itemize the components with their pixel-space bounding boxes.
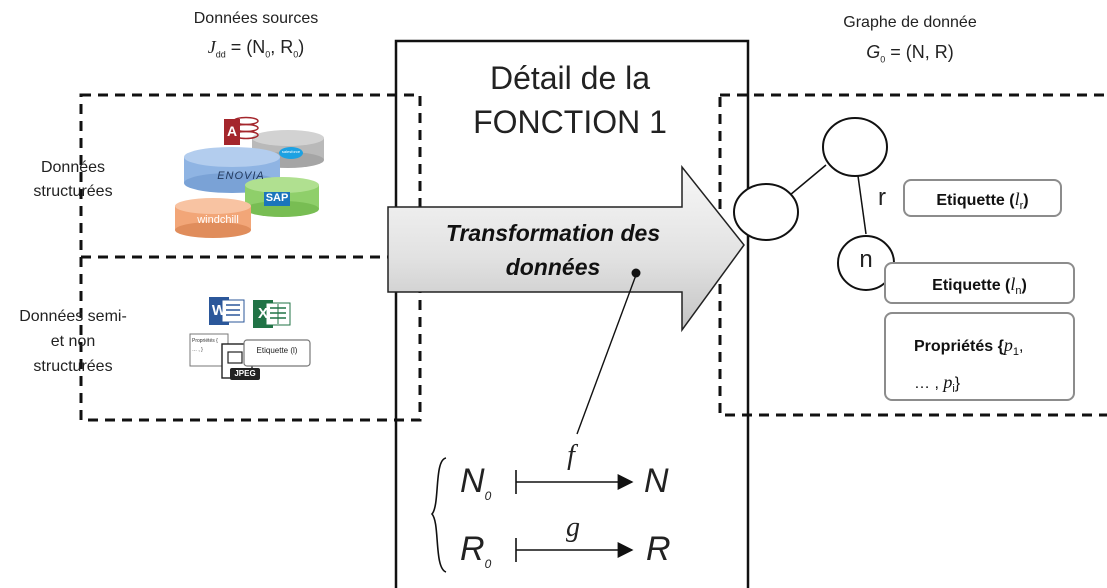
function-title-line1: Détail de la (489, 60, 651, 96)
doc-props-line2: … , } (192, 347, 203, 353)
excel-letter: X (257, 305, 268, 322)
sap-db-icon (245, 177, 319, 217)
structured-label-line2: structurées (33, 183, 113, 200)
properties-var1: p (1003, 335, 1013, 355)
properties-mid: , (1018, 338, 1024, 355)
edge-etiquette-box: Etiquette (lr) (903, 179, 1062, 217)
doc-label-text: Etiquette (l) (244, 346, 310, 355)
graph-edge-label: r (878, 184, 886, 211)
properties-sub1: 1 (1012, 346, 1019, 359)
doc-label-main: Etiquette (l (256, 346, 295, 355)
mapping-row1-from-sub: 0 (484, 488, 492, 503)
sources-formula-sub: dd (215, 49, 226, 60)
mapping-row2-from-var: R (460, 530, 485, 568)
pointer-line (576, 274, 637, 435)
semi-label: Données semi- et non structurées (0, 304, 146, 379)
graph-node-left (733, 183, 799, 241)
word-icon (209, 297, 245, 325)
sources-formula-end: ) (298, 37, 305, 57)
doc-props-line1: Propriétés { (192, 338, 218, 344)
document-icons (189, 297, 311, 380)
sources-formula-j: J (207, 37, 216, 57)
node-etiquette-text: Etiquette ( (932, 277, 1011, 294)
semi-label-line1: Données semi- (19, 308, 127, 325)
edge-etiquette-sub: r (1019, 200, 1024, 213)
function-title: Détail de la FONCTION 1 (410, 56, 730, 144)
windchill-db-icon (175, 198, 251, 238)
edge-etiquette-text: Etiquette ( (936, 192, 1015, 209)
graph-node-n-label: n (859, 246, 873, 273)
mapping-row2-from: R0 (460, 530, 510, 571)
arrow-label: Transformation des données (410, 216, 696, 284)
excel-icon (253, 300, 291, 328)
mapping-row2-fn: g (566, 512, 580, 543)
mapping-row1-to: N (644, 462, 669, 500)
mapping-row2-from-sub: 0 (484, 556, 492, 571)
sources-formula: Jdd = (N0, R0) (158, 37, 354, 60)
properties-var2: p (943, 372, 953, 393)
mapping-row1-fn: f (567, 440, 575, 471)
properties-line2: … , pi} (914, 367, 1073, 404)
properties-box: Propriétés {p1, … , pi} (884, 312, 1075, 401)
label-doc-icon (243, 339, 311, 367)
function-title-line2: FONCTION 1 (473, 104, 667, 140)
salesforce-text: salesforce (281, 149, 301, 154)
sources-title: Données sources (193, 10, 319, 27)
node-etiquette-end: ) (1021, 277, 1027, 294)
graph-formula-sub: 0 (880, 54, 886, 65)
graph-formula: G0 = (N, R) (810, 42, 1010, 65)
jpeg-text: JPEG (234, 369, 256, 378)
structured-label: Données structurées (8, 156, 138, 204)
graph-edge-top-left (789, 164, 827, 196)
enovia-text: ENOVIA (217, 170, 265, 182)
semi-label-line2: et non (50, 333, 96, 350)
properties-line1: Propriétés {p1, (914, 330, 1073, 367)
properties-line2-start: … , (914, 375, 939, 393)
edge-etiquette-var: l (1014, 189, 1020, 209)
word-letter: W (211, 302, 227, 319)
database-icons (175, 116, 324, 238)
sap-text: SAP (265, 192, 289, 204)
sources-formula-mid: , R (270, 37, 294, 57)
arrow-label-line1: Transformation des (445, 220, 661, 246)
semi-label-line3: structurées (33, 358, 113, 375)
windchill-text: windchill (197, 214, 239, 226)
graph-node-top (822, 117, 888, 177)
edge-etiquette-end: ) (1023, 192, 1029, 209)
properties-label: Propriétés { (914, 338, 1004, 355)
graph-title: Graphe de donnée (843, 14, 977, 31)
properties-end: } (954, 375, 961, 393)
sources-formula-n-sub: 0 (265, 49, 271, 60)
node-etiquette-var: l (1010, 274, 1016, 294)
mapping-row1-from: N0 (460, 462, 510, 503)
sources-formula-rest: = (N (230, 37, 266, 57)
graph-formula-g: G (866, 42, 881, 62)
mapping-row2-to: R (646, 530, 671, 568)
pointer-dot (631, 268, 641, 278)
mapping-row1-from-var: N (460, 462, 485, 500)
structured-label-line1: Données (40, 159, 106, 176)
access-icon (224, 116, 259, 145)
enovia-db-icon (184, 147, 280, 193)
transformation-arrow (387, 164, 745, 333)
node-etiquette-sub: n (1015, 285, 1022, 298)
node-etiquette-box: Etiquette (ln) (884, 262, 1075, 304)
properties-sub2: i (952, 383, 955, 396)
arrow-label-line2: données (505, 254, 601, 280)
graph-formula-rest: = (N, R) (890, 42, 954, 62)
sources-formula-r-sub: 0 (293, 49, 299, 60)
graph-edge-r (857, 175, 867, 235)
doc-label-end: ) (294, 346, 298, 355)
doc-props-text: Propriétés { … , } (192, 337, 226, 355)
access-letter: A (226, 123, 238, 139)
mapping-brace (430, 457, 447, 573)
